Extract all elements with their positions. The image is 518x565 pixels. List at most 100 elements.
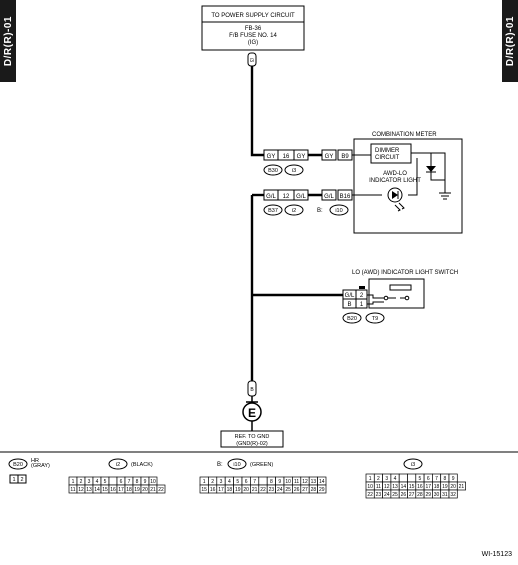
- connector-code: B20: [347, 316, 357, 322]
- connector-pin: 21: [252, 487, 258, 493]
- lo-indicator-light-switch: LO (AWD) INDICATOR LIGHT SWITCH G/L 2 B …: [342, 270, 458, 324]
- connector-pin-cell: [456, 481, 466, 491]
- wire-color-label: GY: [325, 154, 334, 160]
- connector-pin: 8: [270, 479, 273, 485]
- combination-meter: COMBINATION METER DIMMER CIRCUIT AWD-LO …: [352, 132, 463, 234]
- connector-pin: 3: [385, 476, 388, 482]
- connector-code: i2: [116, 462, 120, 468]
- connector-pin: 18: [434, 484, 440, 490]
- connector-pin: 15: [409, 484, 415, 490]
- fuse-number: F/B FUSE NO. 14: [229, 33, 277, 39]
- connector-pin: 2: [80, 479, 83, 485]
- connector-pin: 24: [384, 492, 390, 498]
- diode-icon: [426, 166, 436, 172]
- connector-pin: 9: [144, 479, 147, 485]
- connector-pin: 30: [434, 492, 440, 498]
- connector-pin: 16: [210, 487, 216, 493]
- connector-pin: 23: [376, 492, 382, 498]
- connector-pin: 3: [220, 479, 223, 485]
- connector-pin: 15: [102, 487, 108, 493]
- connector-pin: 19: [235, 487, 241, 493]
- connector-code: B30: [268, 168, 278, 174]
- connector-pin-top-label: i3: [248, 58, 254, 62]
- connector-pin: 2: [20, 477, 23, 483]
- connector-pin: 3: [88, 479, 91, 485]
- wire-color-label: G/L: [324, 194, 334, 200]
- connector-code: i3: [292, 168, 296, 174]
- connector-color: (BLACK): [131, 462, 153, 468]
- connector-pin: 6: [245, 479, 248, 485]
- connector-code: i3: [411, 462, 415, 468]
- connector-pin: 8: [136, 479, 139, 485]
- wire-color-label: GY: [297, 154, 306, 160]
- pin-number: 1: [360, 302, 364, 308]
- connector-pin: 23: [269, 487, 275, 493]
- wire-color-label: G/L: [345, 293, 355, 299]
- fuse-block-id: FB-36: [245, 26, 262, 32]
- connector-pin: 12: [78, 487, 84, 493]
- connector-pin: 7: [253, 479, 256, 485]
- connector-pin: 13: [392, 484, 398, 490]
- connector-pin: 16: [417, 484, 423, 490]
- ref-to-ground-page: (GND(R)-02): [236, 441, 268, 447]
- dimmer-label: CIRCUIT: [375, 155, 400, 161]
- indicator-light-label: AWD-LO: [383, 171, 407, 177]
- dimmer-label: DIMMER: [375, 148, 400, 154]
- connector-pin: 10: [367, 484, 373, 490]
- connector-pin: 32: [450, 492, 456, 498]
- connector-pin: 20: [142, 487, 148, 493]
- connector-pin: 2: [211, 479, 214, 485]
- connector-pin-cell: [448, 489, 458, 499]
- connector-pin: 10: [285, 479, 291, 485]
- row1-harness: GY 16 GY GY B9 B30 i3: [263, 149, 353, 176]
- connector-pin: 21: [459, 484, 465, 490]
- connector-type: HR: [31, 458, 39, 464]
- connector-pin: 17: [425, 484, 431, 490]
- connector-code: B20: [13, 462, 23, 468]
- connector-pin: 11: [376, 484, 381, 490]
- connector-pin: 9: [452, 476, 455, 482]
- connector-prefix: B:: [217, 462, 223, 468]
- meter-pin-label: B9: [341, 154, 349, 160]
- connector-pin: 22: [158, 487, 164, 493]
- connector-pin: 21: [150, 487, 156, 493]
- connector-pin: 4: [228, 479, 231, 485]
- connector-pin: 14: [401, 484, 407, 490]
- connector-pin: 19: [442, 484, 448, 490]
- connector-pin: 6: [427, 476, 430, 482]
- connector-pin: 19: [134, 487, 140, 493]
- connector-pin: 12: [384, 484, 390, 490]
- connector-pin: 1: [12, 477, 15, 483]
- connector-pin-cell: [398, 473, 408, 483]
- connector-pin: 11: [294, 479, 299, 485]
- wire-color-label: G/L: [266, 194, 276, 200]
- connector-pin-cell: [407, 473, 417, 483]
- connector-pin: 25: [285, 487, 291, 493]
- power-supply-box: TO POWER SUPPLY CIRCUIT FB-36 F/B FUSE N…: [201, 5, 305, 51]
- connector-pin: 6: [120, 479, 123, 485]
- connector-pin: 22: [367, 492, 373, 498]
- connector-code: i10: [335, 208, 342, 214]
- connector-pin: 29: [319, 487, 325, 493]
- connector-pin-cell: [108, 476, 118, 486]
- connector-pin: 22: [260, 487, 266, 493]
- connector-pin: 11: [70, 487, 75, 493]
- connector-pin: 31: [442, 492, 448, 498]
- connector-color: (GREEN): [250, 462, 273, 468]
- connector-pin: 29: [425, 492, 431, 498]
- wire-color-label: B: [347, 302, 351, 308]
- connector-pin: 27: [409, 492, 415, 498]
- connector-pin: 10: [150, 479, 156, 485]
- wires: [250, 66, 343, 381]
- connector-pin: 20: [450, 484, 456, 490]
- connector-pin: 27: [302, 487, 308, 493]
- connector-pin: 16: [110, 487, 116, 493]
- connector-pin: 14: [94, 487, 100, 493]
- wire-color-label: GY: [267, 154, 276, 160]
- connector-pin: 26: [401, 492, 407, 498]
- figure-code: WI-15123: [482, 551, 512, 558]
- combination-meter-title: COMBINATION METER: [372, 132, 437, 138]
